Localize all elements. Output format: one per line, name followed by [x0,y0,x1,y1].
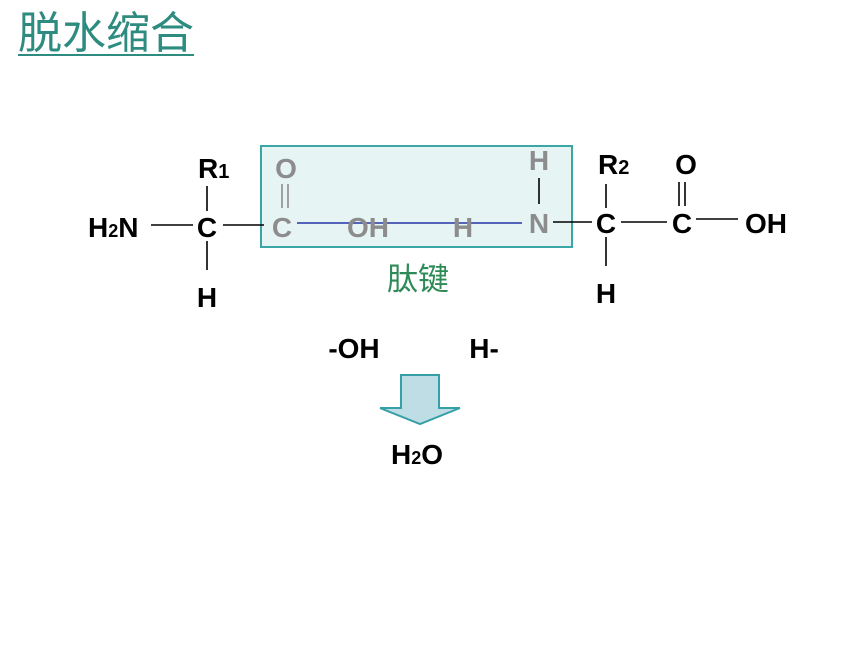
carboxyl-oxygen-2: O [675,149,697,180]
hydroxyl-group-1: OH [347,212,389,243]
bond-lines [151,178,738,270]
alpha-carbon-1: C [197,212,217,243]
down-arrow-icon [379,374,461,426]
amine-hydrogen-2: H [453,212,473,243]
side-chain-r2: R2 [598,149,629,180]
carbonyl-oxygen-1: O [275,153,297,184]
gray-bond-lines [281,184,289,208]
top-hydrogen-2: H [529,145,549,176]
alpha-carbon-2: C [596,208,616,239]
side-chain-r1: R1 [198,153,229,184]
peptide-bond-label: 肽键 [387,262,449,298]
peptide-bond-highlight-box [260,145,573,248]
water-molecule: H2O [391,439,443,470]
carbonyl-carbon-1: C [272,212,292,243]
alpha-h-2: H [596,278,616,309]
removed-hydroxyl: -OH [328,333,379,364]
removed-hydrogen: H- [469,333,499,364]
slide-title: 脱水缩合 [18,8,194,59]
carboxyl-carbon-2: C [672,208,692,239]
amine-group-1: H2N [88,212,138,243]
alpha-h-1: H [197,282,217,313]
nitrogen-2: N [529,208,549,239]
carboxyl-hydroxyl-2: OH [745,208,787,239]
